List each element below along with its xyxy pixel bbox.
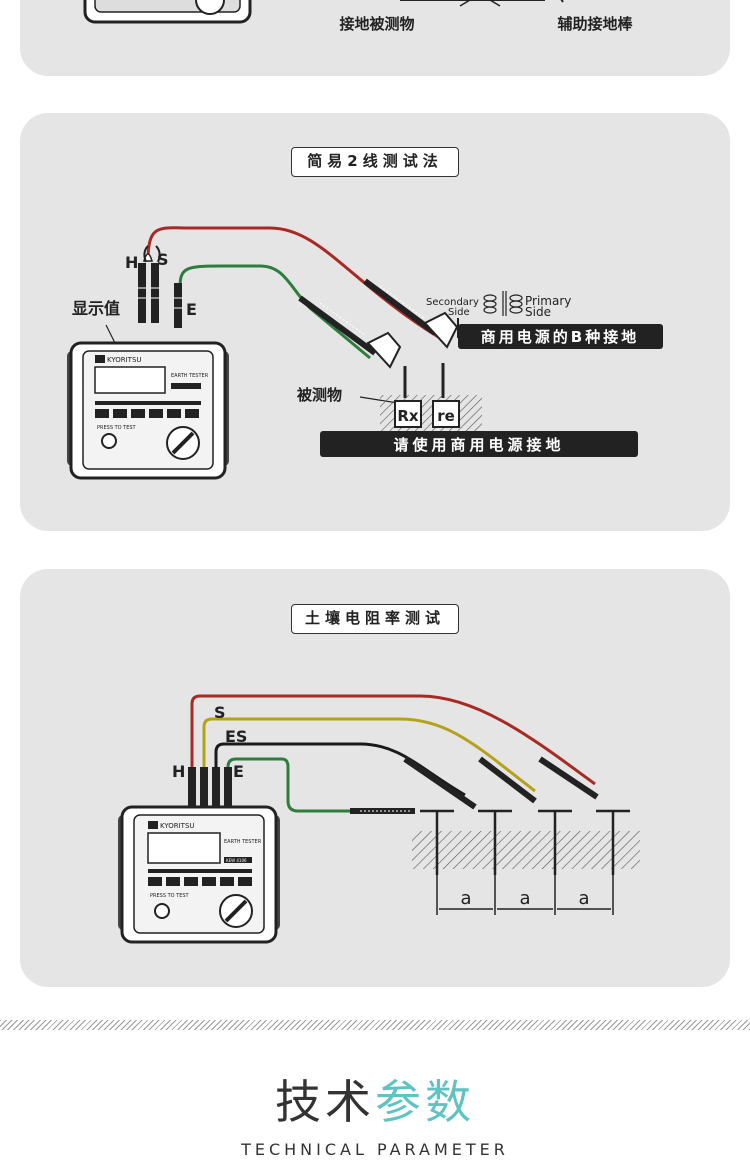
press-to-test-label: PRESS TO TEST [97, 425, 137, 431]
tester-device: KYORITSU EARTH TESTER KEW 4106 PRESS TO … [118, 805, 280, 944]
terminal-h-label: H [125, 253, 138, 272]
tester-device: KYORITSU EARTH TESTER PRESS TO TEST [67, 341, 229, 480]
lcd-display [147, 832, 221, 864]
test-clips [298, 278, 459, 369]
top-diagram: 接地被测物 辅助接地棒 [83, 0, 633, 33]
commercial-ground-banner [458, 324, 663, 349]
use-commercial-ground-banner-text: 请使用商用电源接地 [393, 436, 564, 454]
grounded-object-label: 接地被测物 [339, 15, 414, 33]
soil-resistivity-panel: 土壤电阻率测试 S ES H E KYORITSU E [20, 569, 730, 987]
device-brand: KYORITSU [107, 356, 142, 364]
use-commercial-ground-banner [320, 431, 638, 457]
test-object-label: 被测物 [297, 386, 342, 404]
heading-part-1: 技术 [275, 1075, 375, 1129]
primary-label: Primary [525, 294, 571, 308]
probe-plugs [188, 767, 232, 809]
section-heading: 简易2线测试法 [291, 147, 459, 177]
probe-handles [350, 756, 599, 814]
soil-resistivity-diagram: S ES H E KYORITSU EARTH TESTER KEW 4106 [118, 694, 640, 944]
primary-side-label: Side [525, 305, 551, 319]
display-value-label: 显示值 [72, 299, 120, 318]
auxiliary-rod-label: 辅助接地棒 [557, 15, 633, 33]
terminal-es-label: ES [225, 727, 247, 746]
spacing-label-1: a [460, 888, 471, 909]
section-heading: 土壤电阻率测试 [291, 604, 459, 634]
secondary-side-label: Side [448, 307, 470, 318]
red-wire-h [190, 694, 596, 786]
device-subtitle: EARTH TESTER [171, 373, 209, 379]
device-subtitle: EARTH TESTER [224, 839, 262, 845]
transformer-coil-icon [483, 291, 523, 316]
two-wire-diagram: H S E 显示值 KYORITSU EARTH TESTER PRESS TO… [67, 226, 663, 480]
yellow-wire-s [202, 717, 536, 793]
black-wire-es [214, 742, 466, 797]
terminal-e-label: E [186, 300, 197, 319]
terminal-s-label: S [214, 703, 226, 722]
lcd-display [94, 366, 166, 394]
technical-parameter-heading: 技术参数 [0, 1066, 750, 1132]
top-diagram-panel: 接地被测物 辅助接地棒 [20, 0, 730, 76]
spacing-label-2: a [519, 888, 530, 909]
tester-device-fragment [83, 0, 252, 24]
secondary-label: Secondary [426, 297, 479, 308]
green-wire-e [178, 264, 371, 360]
earth-rods [420, 809, 630, 875]
probe-plugs [138, 245, 182, 328]
terminal-s-label: S [157, 250, 169, 269]
technical-parameter-subtitle: TECHNICAL PARAMETER [241, 1140, 509, 1159]
commercial-ground-banner-text: 商用电源的B种接地 [481, 328, 639, 346]
re-label: re [437, 407, 455, 425]
two-wire-method-panel: 简易2线测试法 H S E 显示值 KYORITSU EARTH TESTE [20, 113, 730, 531]
device-model: KEW 4106 [226, 858, 247, 863]
press-to-test-label: PRESS TO TEST [150, 893, 190, 899]
red-wire-h [146, 226, 441, 340]
ground-hatching [412, 831, 640, 869]
rx-label: Rx [397, 407, 419, 425]
heading-part-2: 参数 [375, 1075, 475, 1129]
spacing-dimension-lines [436, 874, 614, 915]
device-brand: KYORITSU [160, 822, 195, 830]
spacing-label-3: a [578, 888, 589, 909]
hatched-divider [0, 1020, 750, 1030]
terminal-h-label: H [172, 762, 185, 781]
green-wire-e [226, 757, 350, 813]
terminal-e-label: E [233, 762, 244, 781]
